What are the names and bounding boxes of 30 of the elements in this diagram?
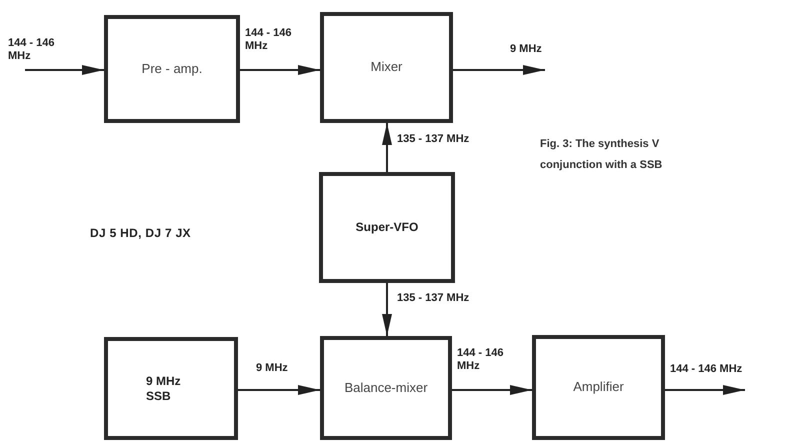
arrow: [453, 65, 545, 75]
edge-label: 9 MHz: [510, 43, 543, 56]
edge-label: 135 - 137 MHz: [397, 133, 470, 146]
arrow: [25, 65, 104, 75]
block-label: Super-VFO: [356, 220, 418, 235]
arrow: [240, 65, 320, 75]
block-box: [319, 172, 455, 283]
callsign-note: DJ 5 HD, DJ 7 JX: [90, 225, 191, 242]
arrow: [238, 385, 320, 395]
figure-caption: Fig. 3: The synthesis V conjunction with a SSB: [540, 137, 664, 173]
edge-label: 144 - 146 MHz: [8, 37, 56, 64]
block-box: [104, 15, 240, 123]
arrow: [382, 283, 392, 336]
block-box: [320, 12, 453, 123]
block-label: 9 MHz SSB: [146, 374, 182, 404]
block-label: Mixer: [370, 59, 402, 76]
block-label: Pre - amp.: [142, 60, 202, 78]
block-label: Balance-mixer: [344, 380, 428, 396]
edge-label: 144 - 146 MHz: [457, 347, 504, 374]
edge-label: 144 - 146 MHz: [245, 27, 292, 54]
block-label: Amplifier: [573, 379, 624, 396]
block-box: [320, 336, 452, 440]
edge-label: 144 - 146 MHz: [670, 363, 744, 376]
block-box: [532, 335, 665, 440]
edge-label: 9 MHz: [256, 362, 289, 376]
arrow: [452, 385, 532, 395]
arrow: [382, 123, 392, 172]
edge-label: 135 - 137 MHz: [397, 292, 470, 306]
arrow: [665, 385, 745, 395]
block-box: [104, 337, 238, 440]
